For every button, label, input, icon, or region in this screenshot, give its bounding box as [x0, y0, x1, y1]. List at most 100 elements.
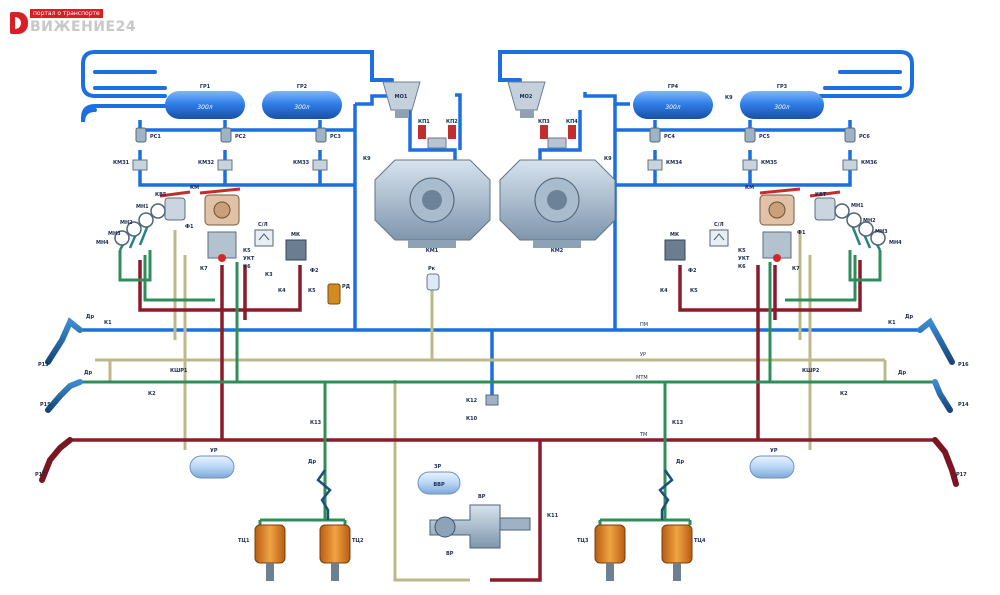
dr-left-top-label: Др: [86, 314, 94, 320]
valve-stack-left: КП1 КП2: [418, 119, 458, 149]
dr-left-mid-label: Др: [84, 370, 92, 376]
k5b-right-label: К5: [690, 288, 698, 294]
center-valves: К12 К10 К11 К13 К13 Др Др: [308, 394, 684, 519]
tc2-label: ТЦ2: [352, 538, 364, 544]
dr-bottom-left-label: Др: [308, 459, 316, 465]
kmz3-label: КМЗ3: [293, 160, 310, 166]
kmz1-label: КМЗ1: [113, 160, 130, 166]
gr1-label: ГР1: [200, 84, 211, 90]
mn1-left-label: МН1: [136, 204, 149, 210]
ur-line-label: УР: [640, 352, 646, 358]
f2-right-label: Ф2: [688, 268, 697, 274]
rk-label: Рк: [428, 266, 436, 272]
brake-cylinders: ТЦ1 ТЦ2 ТЦ3 ТЦ4: [238, 524, 706, 581]
compressor-km2: КМ2: [499, 159, 616, 254]
k5b-left-label: К5: [308, 288, 316, 294]
kv5-left-label: КВ5: [155, 192, 167, 198]
gr4-label: ГР4: [668, 84, 679, 90]
mk-block-left: МК Ф2 К4 К5: [278, 232, 319, 294]
km-left-label: КМ: [190, 185, 199, 191]
k13-left-label: К13: [310, 420, 322, 426]
rd-label: РД: [342, 284, 351, 290]
valve-stack-right: КП3 КП4: [538, 119, 578, 149]
k10-label: К10: [466, 416, 478, 422]
driver-valve-block-right: КВТ КМ Ф1 К5 УКТ К6 К7: [738, 185, 841, 272]
ps4-label: РС4: [664, 134, 675, 140]
gauges-left: МН4 МН3 МН2 МН1: [96, 203, 166, 246]
feed-line-network: [80, 92, 920, 402]
f1-right-label: Ф1: [797, 230, 806, 236]
dr-bottom-right-label: Др: [676, 459, 684, 465]
k7-left-label: К7: [200, 266, 208, 272]
k1-right-label: К1: [888, 320, 896, 326]
k4-right-label: К4: [660, 288, 668, 294]
pressure-valves-right: РС4 РС5 РС6 КМЗ4 КМЗ5 КМЗ6 К9: [604, 127, 878, 171]
gauges-right: МН4 МН3 МН2 МН1: [834, 203, 902, 246]
k9-left-label: К9: [363, 156, 371, 162]
pressure-valves-left: РС1 РС2 РС3 КМЗ1 КМЗ2 КМЗ3 К9: [113, 127, 371, 171]
sl-block-left: С/Л К3: [254, 222, 274, 278]
r14-label: Р14: [958, 402, 969, 408]
mk-right-label: МК: [670, 232, 680, 238]
mn4-left-label: МН4: [96, 240, 109, 246]
ur-right-label: УР: [770, 448, 778, 454]
ukt-left-label: УКТ: [243, 256, 255, 262]
mk-block-right: МК Ф2 К4 К5: [660, 232, 698, 294]
main-reservoir-gr4: 300л ГР4: [633, 84, 713, 119]
kmz4-label: КМЗ4: [666, 160, 683, 166]
brake-line-network: [70, 260, 935, 582]
gr4-volume: 300л: [665, 104, 680, 111]
kp2-label: КП2: [446, 119, 458, 125]
air-distributor-block: ВВР ЗР ВР ВР: [417, 464, 531, 557]
site-logo[interactable]: портал о транспорте ВИЖЕНИЕ24: [10, 6, 140, 38]
mn2-left-label: МН2: [120, 220, 133, 226]
pressure-regulator-rd: РД: [327, 283, 351, 305]
mn3-left-label: МН3: [108, 231, 121, 237]
kmz2-label: КМЗ2: [198, 160, 215, 166]
f2-left-label: Ф2: [310, 268, 319, 274]
vvr-label: ВВР: [433, 482, 445, 488]
r17-right-label: Р17: [956, 472, 967, 478]
pm-line-label: ПМ: [640, 322, 648, 328]
oil-separator-mo2: МО2: [507, 81, 546, 118]
k4-left-label: К4: [278, 288, 286, 294]
main-reservoir-gr3: 300л ГР3: [740, 84, 824, 119]
mo1-label: МО1: [395, 94, 408, 100]
cooling-coil-right: [498, 50, 914, 98]
tc4-label: ТЦ4: [694, 538, 706, 544]
k5-right-label: К5: [738, 248, 746, 254]
mn1-right-label: МН1: [851, 203, 864, 209]
ukt-right-label: УКТ: [738, 256, 750, 262]
k6-right-label: К6: [738, 264, 746, 270]
kp1-label: КП1: [418, 119, 430, 125]
ps3-label: РС3: [330, 134, 341, 140]
k6-left-label: К6: [243, 264, 251, 270]
mn3-right-label: МН3: [875, 229, 888, 235]
driver-valve-block-left: КВ5 КМ Ф1 К5 УКТ К6 К7: [155, 185, 255, 272]
main-reservoir-gr2: 300л ГР2: [262, 84, 342, 119]
k9-right-label: К9: [725, 95, 733, 101]
km2-label: КМ2: [551, 248, 564, 254]
vr-label: ВР: [478, 494, 486, 500]
kmz5-label: КМЗ5: [761, 160, 778, 166]
kp3-label: КП3: [538, 119, 550, 125]
f1-left-label: Ф1: [185, 224, 194, 230]
mo2-label: МО2: [520, 94, 533, 100]
k3-left-label: К3: [265, 272, 273, 278]
ps2-label: РС2: [235, 134, 246, 140]
tc3-label: ТЦ3: [577, 538, 589, 544]
k7-right-label: К7: [792, 266, 800, 272]
sl-block-right: С/Л: [709, 222, 729, 247]
dr-right-top-label: Др: [905, 314, 913, 320]
vr-caption-label: ВР: [446, 551, 454, 557]
main-tm-line-network: [80, 250, 935, 525]
k1-left-label: К1: [104, 320, 112, 326]
mn4-right-label: МН4: [889, 240, 902, 246]
km-right-label: КМ: [745, 185, 754, 191]
mtm-line-label: МТМ: [636, 375, 648, 381]
tm-line-label: ТМ: [639, 432, 647, 438]
tc1-label: ТЦ1: [238, 538, 250, 544]
gr3-label: ГР3: [777, 84, 788, 90]
compressor-km1: КМ1: [374, 159, 491, 254]
k2-right-label: К2: [840, 391, 848, 397]
